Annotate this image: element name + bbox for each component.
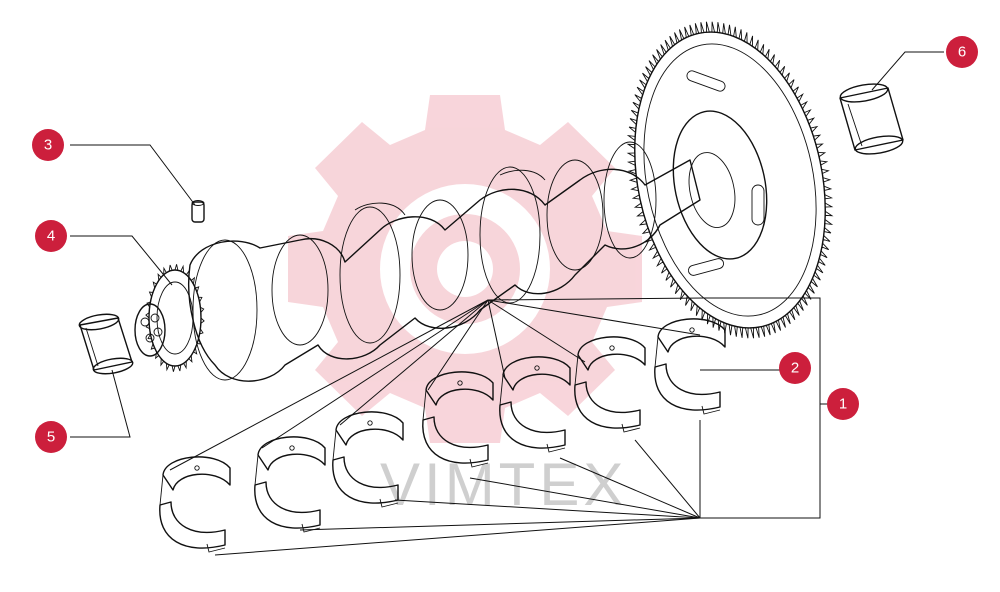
- bearing-shell: [574, 336, 646, 433]
- flywheel-gear-teeth: [626, 21, 834, 339]
- callout-2: 2: [779, 352, 811, 384]
- front-bushing: [78, 313, 134, 375]
- callout-label: 1: [839, 396, 847, 413]
- callout-label: 6: [958, 44, 966, 61]
- callout-1: 1: [827, 388, 859, 420]
- callout-5: 5: [35, 421, 67, 453]
- bearing-shell: [654, 318, 726, 415]
- watermark-text: VIMTEX: [380, 451, 627, 518]
- bearing-shell: [254, 436, 326, 533]
- bearing-shell: [499, 356, 571, 453]
- bearing-shell: [332, 411, 404, 508]
- main-bearing-shells: [159, 318, 726, 553]
- callout-4: 4: [35, 220, 67, 252]
- flywheel: [626, 21, 834, 339]
- watermark-logo: [288, 95, 642, 443]
- dowel-pin: [191, 200, 205, 223]
- callout-markers: 1 2 3 4 5 6: [32, 36, 978, 453]
- crankshaft: [188, 141, 701, 382]
- callout-6: 6: [946, 36, 978, 68]
- bearing-shell: [159, 456, 231, 553]
- callout-label: 3: [44, 137, 52, 154]
- callout-label: 2: [791, 360, 799, 377]
- callout-label: 4: [47, 228, 55, 245]
- callout-3: 3: [32, 129, 64, 161]
- leader-lines: [70, 51, 944, 556]
- pilot-bushing: [839, 83, 904, 155]
- callout-label: 5: [47, 429, 55, 446]
- crankshaft-timing-gear: [134, 264, 205, 372]
- bearing-shell: [422, 371, 494, 468]
